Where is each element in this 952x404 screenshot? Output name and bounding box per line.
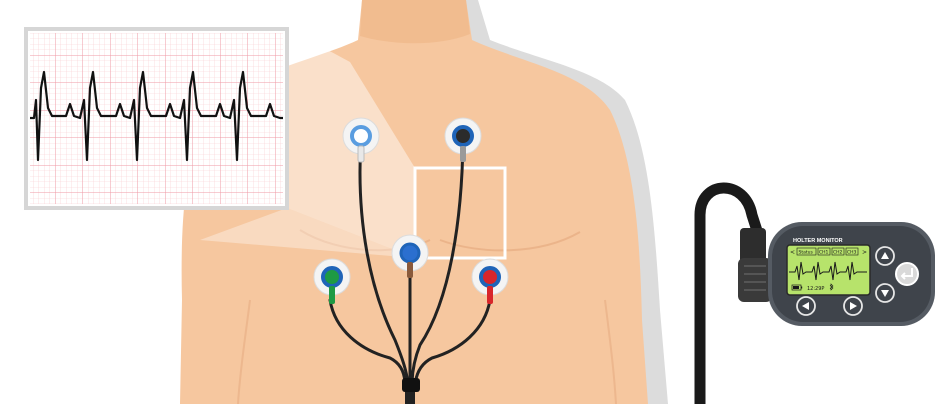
focus-square	[413, 166, 507, 260]
down-button[interactable]	[875, 283, 895, 303]
left-arrow-icon	[802, 302, 809, 310]
electrode-white	[342, 117, 380, 163]
up-button[interactable]	[875, 246, 895, 266]
lead-bundle-clip	[402, 378, 420, 392]
electrode-brown	[391, 234, 429, 278]
electrode-black	[444, 117, 482, 162]
arm-line-right	[604, 299, 617, 404]
enter-icon	[900, 268, 913, 280]
enter-button[interactable]	[895, 262, 919, 286]
bluetooth-icon	[829, 283, 834, 291]
ecg-trace	[30, 70, 283, 162]
lcd-tab-status[interactable]: Status	[799, 250, 814, 256]
ecg-strip	[24, 27, 289, 210]
zoom-projection-lower	[200, 208, 415, 258]
arm-line-left	[237, 299, 251, 404]
left-button[interactable]	[796, 296, 816, 316]
lcd-nav-left[interactable]: <	[790, 249, 795, 256]
neck-shading	[360, 0, 470, 44]
down-arrow-icon	[881, 290, 889, 297]
electrode-red	[471, 258, 509, 304]
right-button[interactable]	[843, 296, 863, 316]
holter-monitor: HOLTER MONITOR < Status CH1 CH2 CH3 > 12…	[768, 222, 935, 326]
connector-ridges	[744, 265, 766, 291]
lcd-tab-ch3[interactable]: CH3	[847, 250, 857, 256]
lcd-time: 12:29P	[807, 286, 824, 292]
up-arrow-icon	[881, 252, 889, 259]
lcd-ecg-trace	[789, 261, 867, 281]
right-arrow-icon	[850, 302, 857, 310]
lcd-screen	[786, 244, 871, 296]
electrode-green	[313, 258, 351, 304]
cable-connector	[738, 258, 772, 302]
lcd-tab-ch2[interactable]: CH2	[833, 250, 843, 256]
lcd-tab-ch1[interactable]: CH1	[819, 250, 829, 256]
device-cable	[694, 182, 766, 404]
device-title: HOLTER MONITOR	[793, 238, 843, 244]
lcd-nav-right[interactable]: >	[862, 249, 867, 256]
